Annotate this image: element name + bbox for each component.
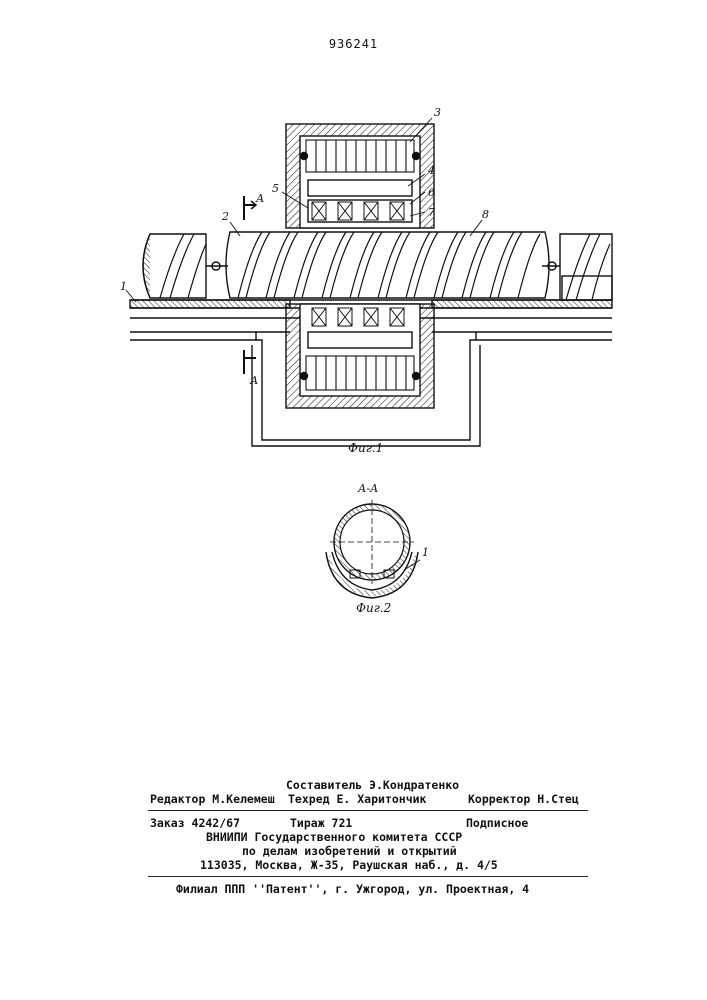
editor: Редактор М.Келемеш [150,792,275,806]
org-line-2: по делам изобретений и открытий [242,844,457,858]
rule-2 [148,876,588,877]
corrector: Корректор Н.Стец [468,792,579,806]
org-line-1: ВНИИПИ Государственного комитета СССР [206,830,462,844]
order: Заказ 4242/67 [150,816,240,830]
circulation: Тираж 721 [290,816,352,830]
compiler: Составитель Э.Кондратенко [286,778,459,792]
subscription: Подписное [466,816,528,830]
rule-1 [148,810,588,811]
branch: Филиал ППП ''Патент'', г. Ужгород, ул. П… [176,882,529,896]
address: 113035, Москва, Ж-35, Раушская наб., д. … [200,858,498,872]
techred: Техред Е. Харитончик [288,792,426,806]
